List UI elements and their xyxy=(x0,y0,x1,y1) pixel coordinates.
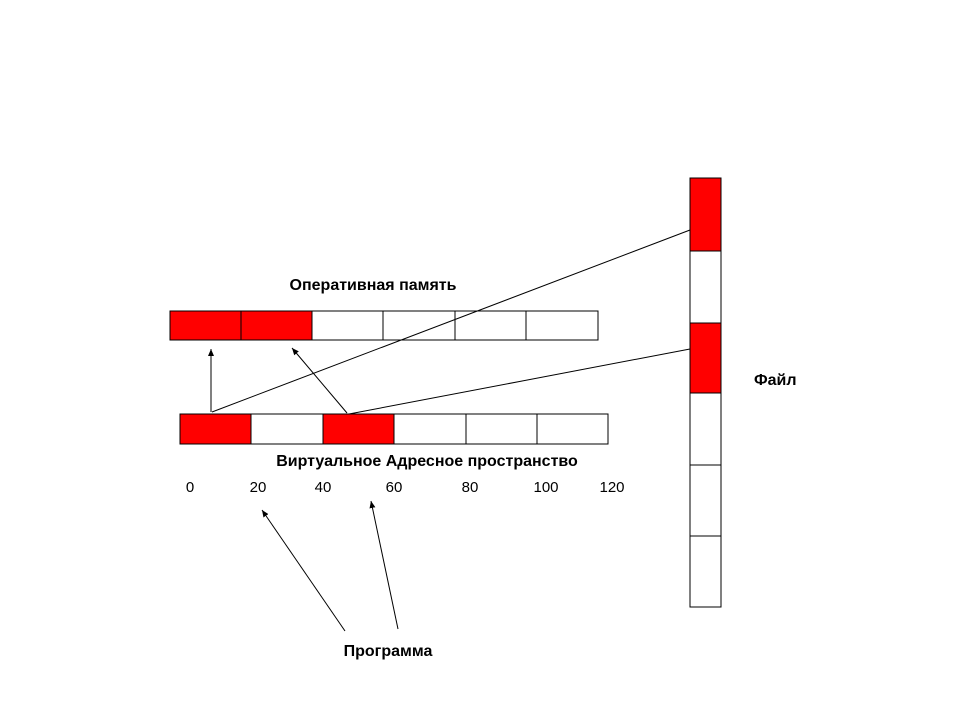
virtual-block xyxy=(393,413,467,445)
virtual-to-ram-arrow-2 xyxy=(291,347,348,414)
virtual-block xyxy=(250,413,324,445)
virtual-to-file-line-1 xyxy=(211,229,691,413)
ram-row xyxy=(169,310,599,341)
file-block xyxy=(689,250,722,324)
ram-block xyxy=(525,310,599,341)
ram-block xyxy=(311,310,384,341)
address-ticks: 0 20 40 60 80 100 120 xyxy=(186,479,625,496)
file-block xyxy=(689,392,722,466)
address-tick: 60 xyxy=(386,479,403,496)
file-block xyxy=(689,177,722,252)
virtual-block xyxy=(536,413,609,445)
ram-block xyxy=(169,310,242,341)
virtual-label: Виртуальное Адресное пространство xyxy=(276,453,578,470)
file-block xyxy=(689,322,722,394)
file-column xyxy=(689,177,722,608)
address-tick: 20 xyxy=(250,479,267,496)
virtual-to-file-line-2 xyxy=(348,348,691,415)
virtual-block xyxy=(322,413,395,445)
file-block xyxy=(689,535,722,608)
virtual-block xyxy=(179,413,252,445)
ram-block xyxy=(240,310,313,341)
ram-block xyxy=(382,310,456,341)
ram-label: Оперативная память xyxy=(290,277,457,294)
program-arrow-1 xyxy=(261,509,346,632)
ram-block xyxy=(454,310,527,341)
virtual-block xyxy=(465,413,538,445)
address-tick: 100 xyxy=(533,479,558,496)
virtual-row xyxy=(179,413,609,445)
program-label: Программа xyxy=(344,643,433,660)
file-label: Файл xyxy=(754,372,797,389)
program-arrow-2 xyxy=(369,500,399,630)
address-tick: 120 xyxy=(599,479,624,496)
address-tick: 0 xyxy=(186,479,194,496)
address-tick: 80 xyxy=(462,479,479,496)
address-tick: 40 xyxy=(315,479,332,496)
file-block xyxy=(689,464,722,537)
